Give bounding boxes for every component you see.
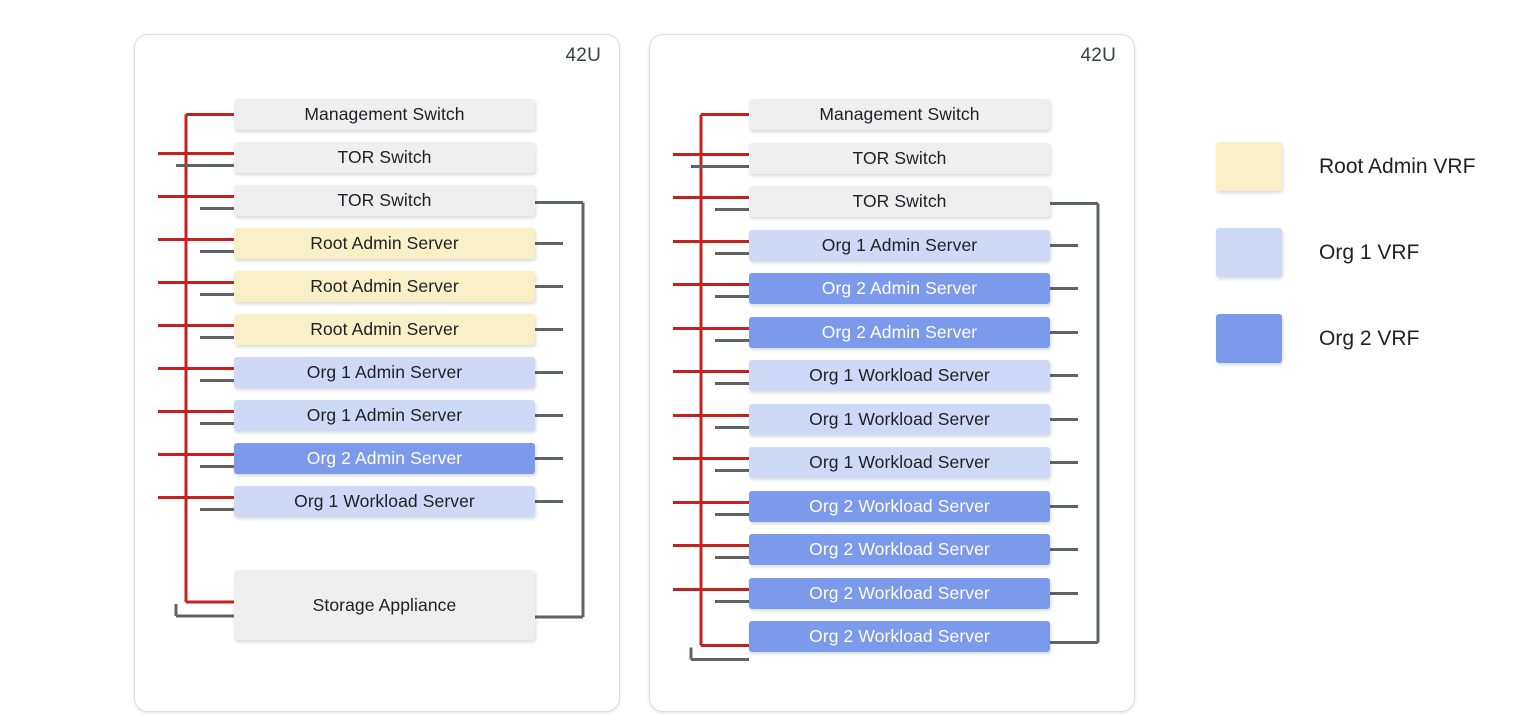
device-row[interactable]: Org 1 Workload Server xyxy=(749,447,1050,478)
device-row[interactable]: Root Admin Server xyxy=(234,314,535,345)
device-label: Org 2 Admin Server xyxy=(306,448,463,468)
device-label: Org 1 Workload Server xyxy=(809,365,990,385)
device-label: Org 2 Admin Server xyxy=(821,322,978,342)
device-label: Org 1 Workload Server xyxy=(809,409,990,429)
legend-item: Root Admin VRF xyxy=(1216,142,1475,191)
device-label: Storage Appliance xyxy=(312,594,457,615)
device-label: Org 1 Admin Server xyxy=(821,235,978,255)
device-row[interactable]: Org 1 Workload Server xyxy=(234,486,535,517)
device-label: Org 2 Workload Server xyxy=(809,626,990,646)
device-row[interactable]: Org 1 Admin Server xyxy=(234,400,535,431)
device-label: TOR Switch xyxy=(852,148,947,168)
device-label: TOR Switch xyxy=(337,147,432,167)
device-row[interactable]: Org 2 Workload Server xyxy=(749,578,1050,609)
device-label: Org 1 Workload Server xyxy=(294,491,475,511)
legend-item: Org 1 VRF xyxy=(1216,228,1475,277)
device-label: Management Switch xyxy=(304,104,465,124)
device-label: Org 2 Admin Server xyxy=(821,278,978,298)
device-row[interactable]: Root Admin Server xyxy=(234,228,535,259)
device-label: TOR Switch xyxy=(337,190,432,210)
rack-2-capacity-label: 42U xyxy=(1080,45,1116,66)
legend-label: Root Admin VRF xyxy=(1319,154,1476,178)
legend-color-swatch xyxy=(1216,314,1282,363)
device-label: Org 2 Workload Server xyxy=(809,539,990,559)
rack-1-capacity-label: 42U xyxy=(565,45,601,66)
device-row[interactable]: Org 2 Admin Server xyxy=(749,317,1050,348)
device-row[interactable]: Org 2 Workload Server xyxy=(749,534,1050,565)
device-row[interactable]: TOR Switch xyxy=(234,185,535,216)
legend-label: Org 1 VRF xyxy=(1319,240,1420,264)
device-row[interactable]: TOR Switch xyxy=(234,142,535,173)
device-label: Org 2 Workload Server xyxy=(809,583,990,603)
device-row[interactable]: TOR Switch xyxy=(749,143,1050,174)
device-row[interactable]: Root Admin Server xyxy=(234,271,535,302)
legend-label: Org 2 VRF xyxy=(1319,326,1420,350)
device-label: Root Admin Server xyxy=(310,276,459,296)
device-label: Root Admin Server xyxy=(310,233,459,253)
legend-color-swatch xyxy=(1216,228,1282,277)
device-label: Org 1 Workload Server xyxy=(809,452,990,472)
device-label: Root Admin Server xyxy=(310,319,459,339)
device-row[interactable]: Org 1 Workload Server xyxy=(749,360,1050,391)
legend-color-swatch xyxy=(1216,142,1282,191)
device-row[interactable]: Org 2 Workload Server xyxy=(749,491,1050,522)
legend-item: Org 2 VRF xyxy=(1216,314,1475,363)
device-label: Org 1 Admin Server xyxy=(306,405,463,425)
vrf-legend: Root Admin VRF Org 1 VRF Org 2 VRF xyxy=(1216,142,1475,400)
device-row[interactable]: Org 1 Workload Server xyxy=(749,404,1050,435)
device-row[interactable]: Org 2 Admin Server xyxy=(749,273,1050,304)
device-row[interactable]: Storage Appliance xyxy=(234,570,535,640)
device-label: TOR Switch xyxy=(852,191,947,211)
device-row[interactable]: Management Switch xyxy=(234,99,535,130)
device-label: Org 1 Admin Server xyxy=(306,362,463,382)
device-row[interactable]: Org 1 Admin Server xyxy=(234,357,535,388)
device-row[interactable]: Management Switch xyxy=(749,99,1050,130)
device-label: Management Switch xyxy=(819,104,980,124)
device-label: Org 2 Workload Server xyxy=(809,496,990,516)
device-row[interactable]: Org 1 Admin Server xyxy=(749,230,1050,261)
device-row[interactable]: Org 2 Admin Server xyxy=(234,443,535,474)
device-row[interactable]: TOR Switch xyxy=(749,186,1050,217)
device-row[interactable]: Org 2 Workload Server xyxy=(749,621,1050,652)
